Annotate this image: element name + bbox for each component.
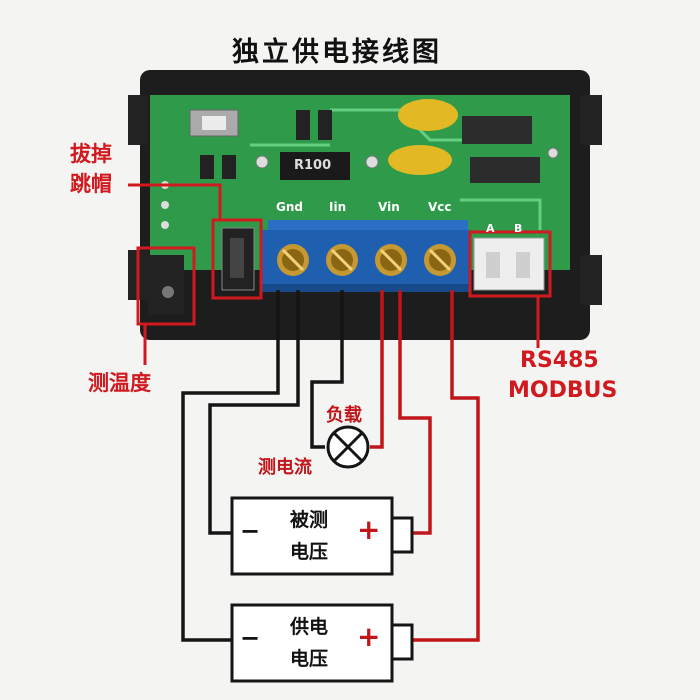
rs485-annotation-box [468,230,552,298]
battery1-label-line1: 被测 [290,509,329,531]
temp-annotation-box [136,246,196,326]
iin-to-load [310,290,344,449]
vin-to-measured-positive [398,290,432,535]
annotation-boxes [136,218,552,326]
battery1-label-line2: 电压 [290,541,329,563]
terminal-label-gnd: Gnd [276,200,303,214]
terminal-screw-vin [375,244,407,276]
battery2-positive-sign: + [357,620,381,653]
jumper-annotation-box [211,218,263,300]
terminal-label-iin: Iin [329,200,347,214]
resistor-marking: R100 [294,158,332,173]
battery2-negative-sign: − [240,624,261,652]
load-lamp-symbol [326,425,370,469]
rs485-label: RS485 [520,348,599,373]
vcc-to-supply-positive [412,290,480,642]
remove-jumper-label-line2: 跳帽 [70,172,112,196]
red-wires [370,290,480,642]
measure-current-label: 测电流 [258,457,312,478]
battery2-label-line2: 电压 [290,648,329,670]
gnd-to-supply-negative [181,290,280,642]
terminal-screw-vcc [424,244,456,276]
annotation-leaders [128,183,540,365]
pcb-components [189,99,540,183]
black-wires [181,290,344,642]
vin-to-load [370,290,384,449]
battery1-negative-sign: − [240,517,261,545]
connector-pin-a: A [486,222,495,235]
battery1-positive-sign: + [357,513,381,546]
supply-voltage-battery [230,603,414,683]
rs485-connector [473,237,545,291]
measured-voltage-battery [230,496,414,576]
temp-sensor [148,255,184,315]
terminal-label-vin: Vin [378,200,400,214]
jumper-block [221,227,255,291]
terminal-screw-gnd [277,244,309,276]
remove-jumper-label-line1: 拔掉 [70,142,112,166]
terminal-screw-iin [326,244,358,276]
gnd-to-measured-negative [208,290,300,535]
connector-pin-b: B [514,222,523,235]
load-label: 负载 [326,405,362,426]
terminal-label-vcc: Vcc [428,200,452,214]
modbus-label: MODBUS [508,378,618,403]
battery2-label-line1: 供电 [290,616,329,638]
diagram-title: 独立供电接线图 [232,37,442,68]
measure-temp-label: 测温度 [88,371,151,395]
